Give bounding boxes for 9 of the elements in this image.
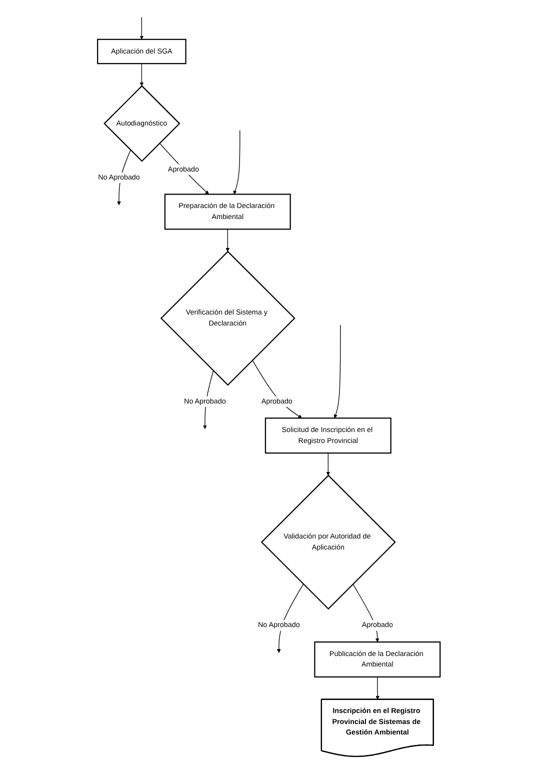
arrow: [159, 142, 210, 194]
arrow: [233, 130, 240, 194]
arrow: [252, 360, 302, 418]
arrow: [376, 676, 380, 700]
arrow: [226, 228, 230, 252]
arrow: [334, 324, 341, 418]
arrow: [326, 452, 330, 476]
arrow: [140, 16, 144, 40]
arrow: [140, 63, 144, 86]
